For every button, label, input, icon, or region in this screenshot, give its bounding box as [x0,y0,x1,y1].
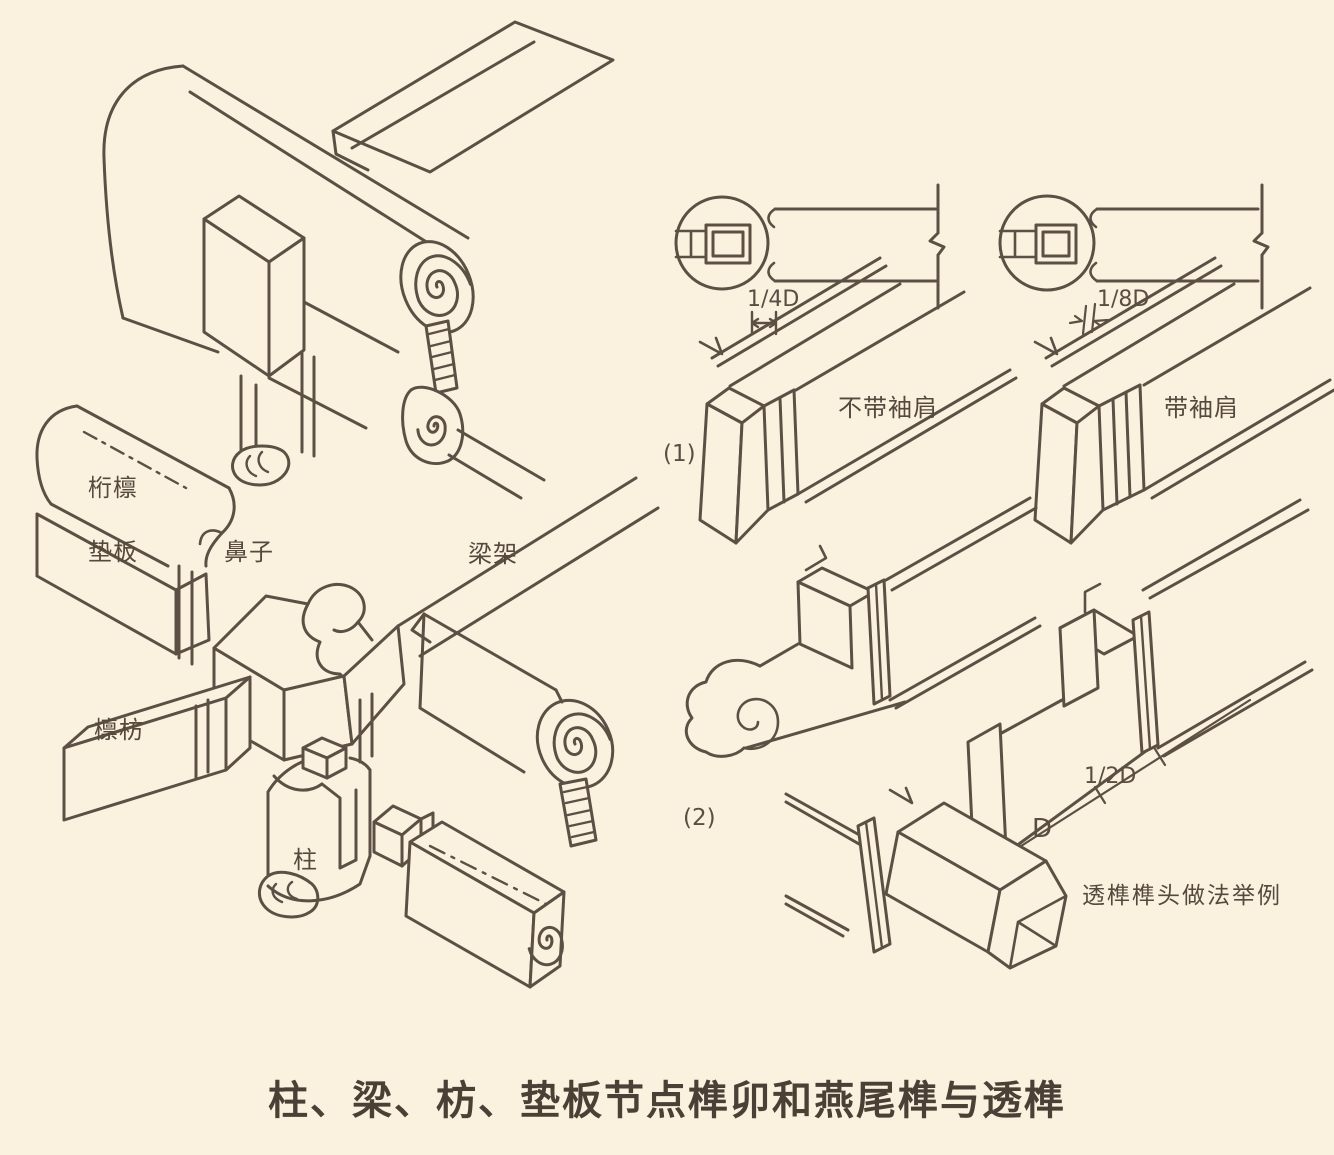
label-beam-frame: 梁架 [468,540,518,568]
label-with-sleeve-shoulder: 带袖肩 [1164,394,1239,422]
figure-title: 柱、梁、枋、垫板节点榫卯和燕尾榫与透榫 [268,1078,1066,1124]
label-purlin: 桁檩 [88,474,138,502]
dimension-quarter-d: 1/4D [747,287,800,312]
curl-end-beam-drawing [684,496,1042,758]
label-lintel-fang: 檩枋 [94,716,144,744]
column-piece-drawing [258,736,372,919]
dovetail-without-sleeve-drawing [698,256,1018,545]
through-tenon-beam-drawing [784,786,1068,970]
lintel-fang-piece-drawing [62,675,252,822]
label-without-sleeve-shoulder: 不带袖肩 [838,394,938,422]
dovetail-with-sleeve-drawing [1033,256,1334,545]
dimension-half-d: 1/2D [1084,764,1137,789]
group1-marker: (1) [663,441,696,467]
wood-grain-spiral [418,417,445,445]
bottom-beam-piece-drawing [372,804,566,989]
assembled-joint-drawing [102,20,615,500]
through-tenon-caption: 透榫榫头做法举例 [1082,883,1282,909]
beam-frame-piece-drawing [212,476,660,848]
purlin-board-piece-drawing [35,404,236,666]
plan-view-eighth-d [998,183,1270,336]
wood-grain-spiral [552,712,612,774]
step-tenon-beam-drawing [966,498,1314,870]
dimension-d: D [1032,814,1053,844]
wood-grain-spiral [414,254,472,317]
label-nose: 鼻子 [224,538,274,566]
plan-view-quarter-d [674,183,946,336]
dimension-eighth-d: 1/8D [1097,287,1150,312]
label-column: 柱 [293,846,318,874]
label-board: 垫板 [88,538,138,566]
wood-grain-spiral [526,925,566,968]
group2-marker: (2) [683,805,716,831]
